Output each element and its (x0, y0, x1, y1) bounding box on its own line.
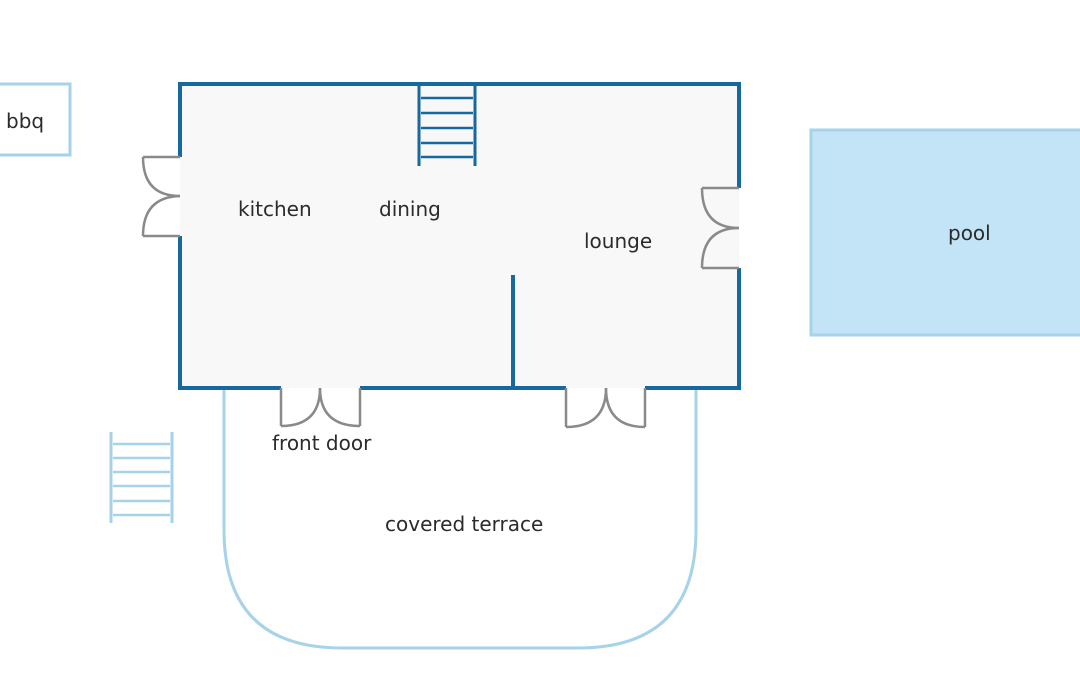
lounge-label: lounge (584, 229, 652, 253)
bbq-label: bbq (6, 109, 44, 133)
terrace-door-icon (564, 387, 647, 429)
front-door-icon (279, 387, 362, 428)
stairs-icon (417, 86, 477, 166)
house-floor (180, 84, 739, 388)
bbq-area (0, 82, 72, 157)
covered-terrace-outline (222, 390, 698, 650)
kitchen-door-icon (141, 155, 181, 238)
pool-label: pool (948, 221, 991, 245)
front-door-label: front door (272, 431, 372, 455)
house-walls (178, 82, 741, 390)
dining-label: dining (379, 197, 441, 221)
covered-terrace-label: covered terrace (385, 512, 543, 536)
exterior-stairs-icon (109, 432, 174, 523)
kitchen-label: kitchen (238, 197, 312, 221)
pool-area (809, 128, 1080, 337)
lounge-door-icon (700, 186, 740, 270)
